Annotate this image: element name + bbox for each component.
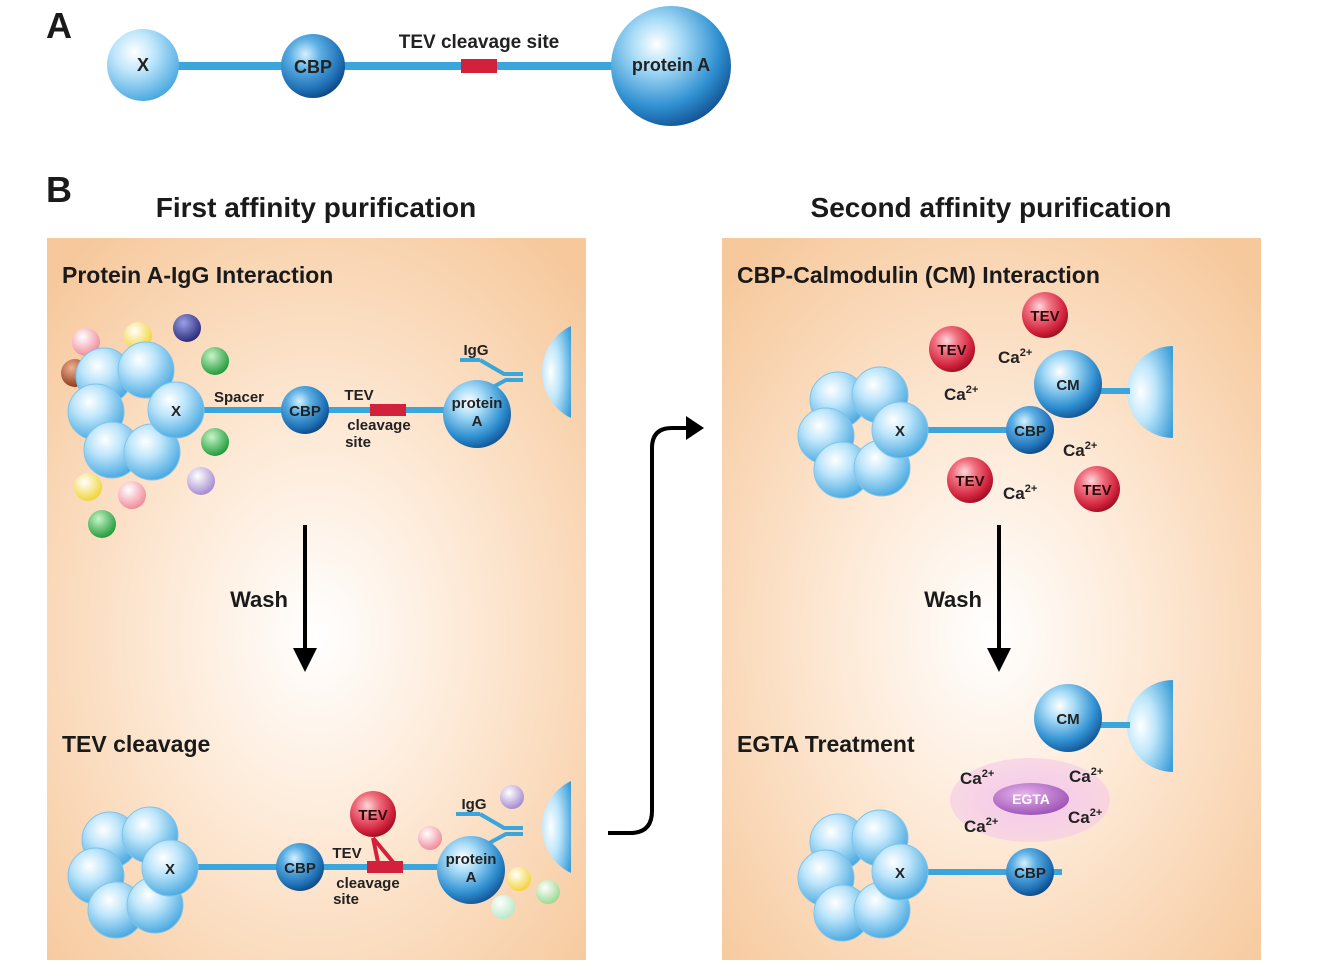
tev-label: TEV xyxy=(344,387,373,404)
panel-a-x-label: X xyxy=(137,55,149,75)
calcium-label: Ca2+ xyxy=(1069,766,1103,786)
cbp-domain-3 xyxy=(1006,406,1054,454)
calcium-label: Ca2+ xyxy=(998,347,1032,367)
x-protein-complex-4 xyxy=(797,809,929,942)
contaminant-ball xyxy=(507,867,531,891)
site-label: site xyxy=(345,434,371,451)
cbp-label: CBP xyxy=(289,403,321,420)
cbp-domain-4 xyxy=(1006,848,1054,896)
panel-a-tev-site-label: TEV cleavage site xyxy=(399,32,560,53)
protein-a-domain-2 xyxy=(437,836,505,904)
calcium-label: Ca2+ xyxy=(1063,440,1097,460)
contaminant-ball xyxy=(88,510,116,538)
tev-protease-label: TEV xyxy=(1082,482,1111,499)
contaminant-ball xyxy=(173,314,201,342)
igg-bead xyxy=(542,326,571,418)
protein-a-label-1: protein xyxy=(452,395,503,412)
egta-molecule xyxy=(993,783,1069,815)
tev-label-2: TEV xyxy=(332,845,361,862)
spacer-label: Spacer xyxy=(214,389,264,406)
x-protein-complex-2 xyxy=(67,806,199,939)
cbp-label-4: CBP xyxy=(1014,865,1046,882)
tev-protease-label: TEV xyxy=(937,342,966,359)
transition-arrow-head xyxy=(686,416,704,440)
cbp-label-3: CBP xyxy=(1014,423,1046,440)
second-purification-title: Second affinity purification xyxy=(811,192,1172,223)
cm-bead xyxy=(1127,346,1173,438)
cm-label-2: CM xyxy=(1056,711,1079,728)
tev-protease xyxy=(1022,292,1068,338)
x-label-4: X xyxy=(895,865,905,882)
x-label: X xyxy=(171,403,181,420)
cbp-domain-2 xyxy=(276,843,324,891)
wash-arrow-left-head xyxy=(293,648,317,672)
tev-protease xyxy=(929,326,975,372)
protein-a-domain xyxy=(443,380,511,448)
contaminant-ball xyxy=(536,880,560,904)
protein-a-label-3: protein xyxy=(446,851,497,868)
step-tev-cleavage-title: TEV cleavage xyxy=(62,731,210,757)
x-protein-complex-3 xyxy=(797,366,929,499)
panel-a-x-domain xyxy=(107,29,179,101)
tev-protease xyxy=(1074,466,1120,512)
cbp-domain xyxy=(281,386,329,434)
calmodulin xyxy=(1034,350,1102,418)
x-label-3: X xyxy=(895,423,905,440)
contaminant-ball xyxy=(201,428,229,456)
first-purification-title: First affinity purification xyxy=(156,192,476,223)
calmodulin-2 xyxy=(1034,684,1102,752)
tev-protease xyxy=(350,791,396,837)
cleavage-label: cleavage xyxy=(347,417,410,434)
x-protein-complex xyxy=(67,341,205,481)
contaminant-ball xyxy=(187,467,215,495)
panel-a-cbp-label: CBP xyxy=(294,57,332,77)
calcium-label: Ca2+ xyxy=(964,816,998,836)
wash-arrow-right-head xyxy=(987,648,1011,672)
cleavage-label-2: cleavage xyxy=(336,875,399,892)
tev-protease-label: TEV xyxy=(358,807,387,824)
tev-protease xyxy=(947,457,993,503)
igg-bead-2 xyxy=(542,781,571,873)
wash-label-left: Wash xyxy=(230,587,288,612)
igg-label: IgG xyxy=(464,342,489,359)
step-cbp-calmodulin-title: CBP-Calmodulin (CM) Interaction xyxy=(737,262,1100,288)
tev-site-cleaving xyxy=(367,861,403,873)
tev-site xyxy=(370,404,406,416)
contaminant-ball xyxy=(72,328,100,356)
tev-protease-label: TEV xyxy=(955,473,984,490)
contaminant-ball xyxy=(491,895,515,919)
protein-a-label-4: A xyxy=(466,869,477,886)
panel-b-letter: B xyxy=(46,169,72,210)
second-purification-panel xyxy=(722,238,1261,960)
igg-label-2: IgG xyxy=(462,796,487,813)
panel-a-tev-site xyxy=(461,59,497,73)
protein-a-label-2: A xyxy=(472,413,483,430)
panel-a-cbp-domain xyxy=(281,34,345,98)
egta-label: EGTA xyxy=(1012,791,1050,807)
cbp-label-2: CBP xyxy=(284,860,316,877)
transition-arrow xyxy=(608,426,690,835)
panel-a-protein-a-label: protein A xyxy=(632,55,710,75)
contaminant-ball xyxy=(74,473,102,501)
cm-bead-2 xyxy=(1127,680,1173,772)
cm-label: CM xyxy=(1056,377,1079,394)
contaminant-ball xyxy=(418,826,442,850)
calcium-label: Ca2+ xyxy=(944,384,978,404)
tev-bound-stalk xyxy=(371,836,395,864)
calcium-label: Ca2+ xyxy=(1068,807,1102,827)
wash-label-right: Wash xyxy=(924,587,982,612)
step-egta-title: EGTA Treatment xyxy=(737,731,915,757)
contaminant-ball xyxy=(201,347,229,375)
calcium-label: Ca2+ xyxy=(1003,483,1037,503)
panel-a-letter: A xyxy=(46,5,72,46)
panel-a-protein-a-domain xyxy=(611,6,731,126)
calcium-label: Ca2+ xyxy=(960,768,994,788)
step-protein-a-igg-title: Protein A-IgG Interaction xyxy=(62,262,333,288)
tev-protease-label: TEV xyxy=(1030,308,1059,325)
contaminant-ball xyxy=(118,481,146,509)
site-label-2: site xyxy=(333,891,359,908)
x-label-2: X xyxy=(165,861,175,878)
contaminant-ball xyxy=(500,785,524,809)
